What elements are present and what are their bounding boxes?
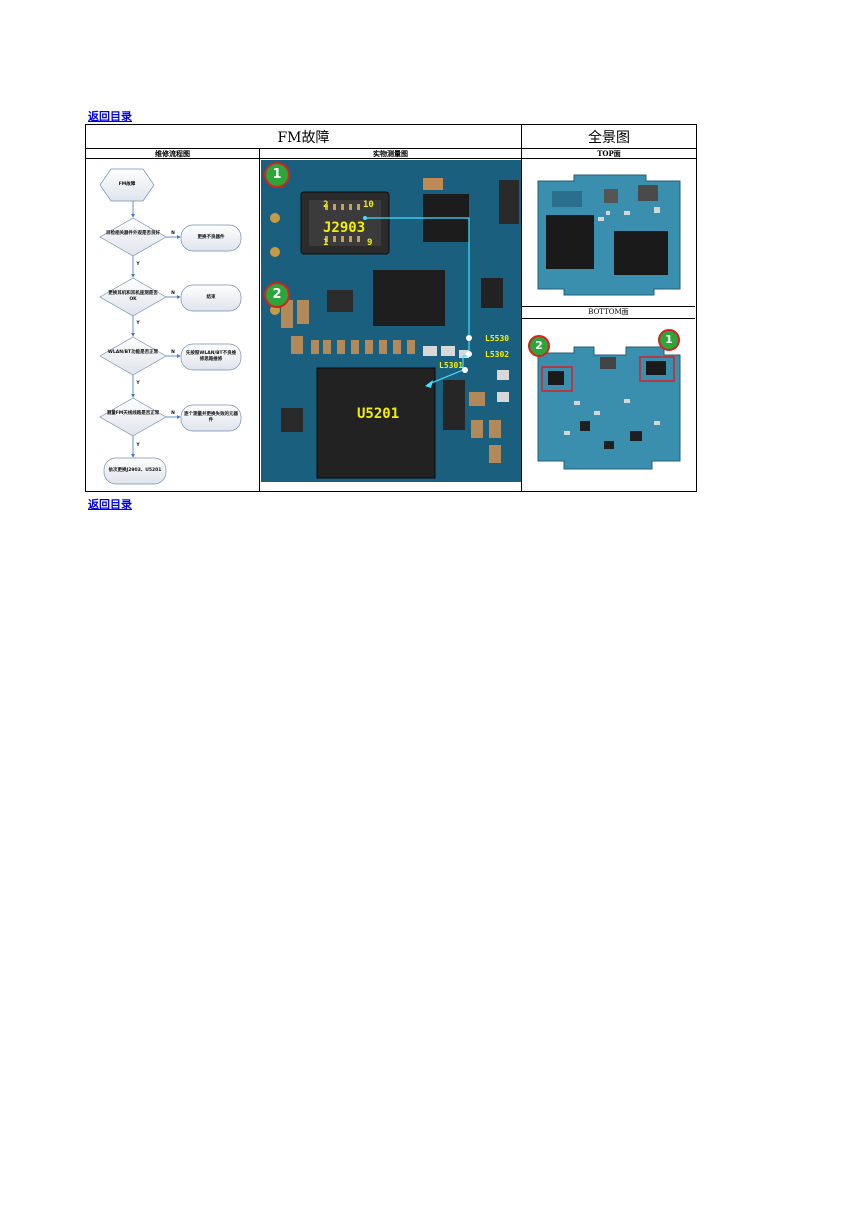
- badge-1: 1: [264, 162, 290, 188]
- flowchart-cell: FM故障 目检相关器件外观是否良好 更换不良器件 N Y 更换耳机和耳机座测是否…: [85, 158, 260, 492]
- flow-n4: N: [171, 411, 175, 416]
- flow-q2: 更换耳机和耳机座测是否OK: [108, 291, 158, 302]
- measurement-trace: [365, 217, 470, 385]
- flow-action-4: [180, 404, 242, 432]
- flow-subheader: 维修流程图: [85, 148, 260, 159]
- label-l5301: L5301: [439, 361, 464, 370]
- flow-q1: 目检相关器件外观是否良好: [106, 231, 160, 236]
- flow-end-shape: [103, 457, 167, 485]
- flow-y3: Y: [136, 381, 140, 386]
- flow-action-3: [180, 343, 242, 371]
- overview-badge-1: 1: [658, 329, 680, 351]
- flow-q4: 测量FM天线线路是否正常: [106, 411, 160, 416]
- flow-a2: 结束: [206, 295, 216, 300]
- flowchart: FM故障 目检相关器件外观是否良好 更换不良器件 N Y 更换耳机和耳机座测是否…: [86, 159, 259, 491]
- label-pin-1: 1: [323, 238, 329, 248]
- label-j2903: J2903: [323, 220, 366, 236]
- overview-cell: BOTTOM面 2 1: [521, 158, 697, 492]
- overview: BOTTOM面 2 1: [522, 159, 695, 491]
- flow-start-shape: [99, 168, 155, 202]
- overview-badge-2: 2: [528, 335, 550, 357]
- flow-decision-4: [99, 397, 167, 437]
- measure-photo-cell: 1 2 J2903 2 10 1 9 U5201 L5530 L5302 L53…: [259, 158, 522, 492]
- flow-decision-3: [99, 336, 167, 376]
- flow-end-text: 依次更换J2903、U5201: [108, 468, 162, 473]
- back-to-contents-link-bottom[interactable]: 返回目录: [88, 498, 132, 511]
- fm-fault-table: FM故障 全景图 维修流程图 实物测量图 TOP面: [85, 124, 697, 492]
- label-pin-10: 10: [363, 200, 374, 210]
- flow-y4: Y: [136, 443, 140, 448]
- measurement-photo: 1 2 J2903 2 10 1 9 U5201 L5530 L5302 L53…: [261, 160, 521, 482]
- bottom-subheader: BOTTOM面: [588, 308, 629, 316]
- flow-a1: 更换不良器件: [197, 235, 225, 240]
- flow-q3: WLAN/BT功能是否正常: [107, 350, 159, 355]
- main-title: FM故障: [85, 124, 522, 149]
- bottom-board-image: [537, 346, 681, 470]
- flow-y1: Y: [136, 262, 140, 267]
- label-pin-2: 2: [323, 200, 329, 210]
- badge-2: 2: [264, 282, 290, 308]
- flow-n2: N: [171, 291, 175, 296]
- flow-a4: 逐个测量并更换失效的元器件: [184, 412, 238, 423]
- flow-decision-1: [99, 217, 167, 257]
- flow-action-2: [180, 284, 242, 312]
- back-to-contents-link-top[interactable]: 返回目录: [88, 110, 132, 123]
- label-pin-9: 9: [367, 238, 373, 248]
- top-subheader: TOP面: [521, 148, 697, 159]
- flow-action-1: [180, 224, 242, 252]
- label-l5530: L5530: [485, 334, 510, 343]
- label-l5302: L5302: [485, 350, 510, 359]
- top-board-image: [537, 174, 681, 296]
- overview-title: 全景图: [521, 124, 697, 149]
- flow-start-text: FM故障: [118, 182, 136, 187]
- measure-subheader: 实物测量图: [259, 148, 522, 159]
- flow-a3: 先按照WLAN/BT不良维修思路维修: [185, 351, 237, 362]
- flow-n3: N: [171, 350, 175, 355]
- flow-n1: N: [171, 231, 175, 236]
- flow-y2: Y: [136, 321, 140, 326]
- label-u5201: U5201: [357, 406, 400, 422]
